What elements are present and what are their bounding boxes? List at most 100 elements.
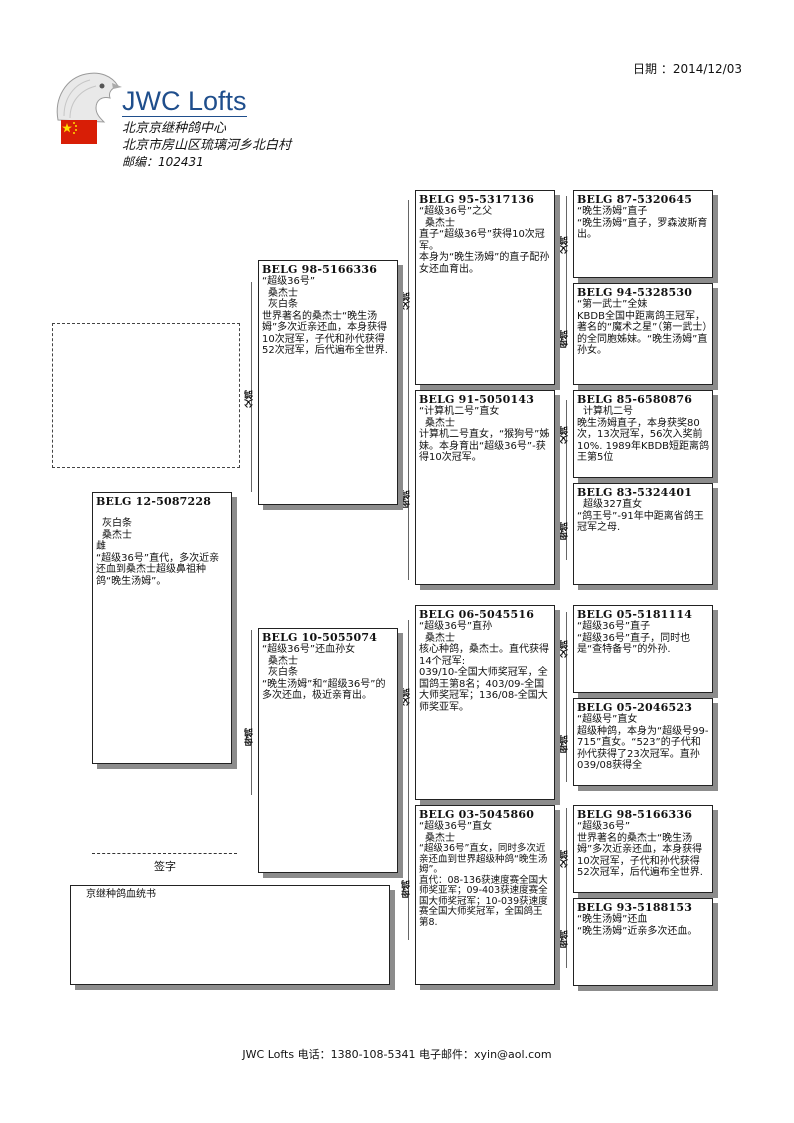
pigeon-color: 灰白条 — [268, 667, 298, 678]
pigeon-sex: 雌 — [96, 541, 106, 552]
mother-label: 母鸽 — [560, 735, 570, 753]
pigeon-description: 本身为“晚生汤姆”的直子配孙女还血育出。 — [419, 252, 550, 275]
ring-number: BELG 98-5166336 — [577, 808, 693, 821]
pigeon-strain: 桑杰士 — [425, 417, 455, 429]
ring-number: BELG 03-5045860 — [419, 808, 535, 821]
pigeon-strain: 桑杰士 — [425, 217, 455, 229]
address: 北京市房山区琉璃河乡北白村 — [122, 138, 292, 153]
great-grandparent-card-1[interactable]: BELG 87-5320645 “晚生汤姆”直子 “晚生汤姆”直子，罗森波斯育出… — [573, 190, 713, 278]
pigeon-name: 超级327直女 — [583, 499, 643, 510]
ring-number: BELG 94-5328530 — [577, 286, 693, 299]
granddam-paternal-card[interactable]: BELG 91-5050143 “计算机二号”直女 桑杰士 计算机二号直女，“猴… — [415, 390, 555, 585]
pigeon-description: 世界著名的桑杰士“晚生汤姆”多次近亲还血，本身获得10次冠军，子代和孙代获得52… — [577, 832, 703, 879]
pigeon-name: “第一武士”全妹 — [577, 299, 648, 310]
great-grandparent-card-6[interactable]: BELG 05-2046523 “超级号”直女 超级种鸽，本身为“超级号99-7… — [573, 698, 713, 786]
photo-placeholder[interactable] — [52, 323, 240, 468]
mother-label: 母鸽 — [560, 522, 570, 540]
center-name: 北京京继种鸽中心 — [122, 121, 227, 136]
father-label: 父鸽 — [402, 688, 412, 706]
pigeon-strain: 桑杰士 — [268, 287, 298, 299]
pigeon-strain: 桑杰士 — [425, 632, 455, 644]
pigeon-name: “超级36号”还血孙女 — [262, 644, 356, 655]
ring-number: BELG 05-5181114 — [577, 608, 693, 621]
ring-number: BELG 83-5324401 — [577, 486, 693, 499]
pigeon-description: “晚生汤姆”近亲多次还血。 — [577, 925, 698, 937]
pigeon-description: KBDB全国中距离鸽王冠军，著名的“魔术之星”（第一武士）的全同胞姊妹。“晚生汤… — [577, 310, 708, 357]
grandsire-paternal-card[interactable]: BELG 95-5317136 “超级36号”之父 桑杰士 直子“超级36号”获… — [415, 190, 555, 385]
mother-label: 母鸽 — [402, 880, 412, 898]
pigeon-description: 世界著名的桑杰士“晚生汤姆”多次近亲还血，本身获得10次冠军，子代和孙代获得52… — [262, 310, 388, 357]
ring-number: BELG 87-5320645 — [577, 193, 693, 206]
subject-pigeon-card[interactable]: BELG 12-5087228 灰白条 桑杰士 雌 “超级36号”直代，多次近亲… — [92, 492, 232, 764]
mother-label: 母鸽 — [560, 930, 570, 948]
ring-number: BELG 93-5188153 — [577, 901, 693, 914]
mother-label: 母鸽 — [402, 490, 412, 508]
china-flag-icon — [61, 120, 97, 144]
pigeon-name: “超级36号”直子 — [577, 621, 651, 632]
sire-card[interactable]: BELG 98-5166336 “超级36号” 桑杰士 灰白条 世界著名的桑杰士… — [258, 260, 398, 505]
connector-line — [251, 282, 252, 492]
brand-title: JWC Lofts — [122, 86, 247, 117]
grandsire-maternal-card[interactable]: BELG 06-5045516 “超级36号”直孙 桑杰士 核心种鸽，桑杰士。直… — [415, 605, 555, 800]
great-grandparent-card-3[interactable]: BELG 85-6580876 计算机二号 晚生汤姆直子，本身获奖80次，13次… — [573, 390, 713, 478]
pigeon-description: 核心种鸽，桑杰士。直代获得14个冠军: — [419, 644, 549, 667]
father-label: 父鸽 — [560, 850, 570, 868]
pigeon-description: “超级36号”直代，多次近亲还血到桑杰士超级鼻祖种鸽“晚生汤姆”。 — [96, 552, 220, 587]
pigeon-strain: 桑杰士 — [268, 655, 298, 667]
great-grandparent-card-2[interactable]: BELG 94-5328530 “第一武士”全妹 KBDB全国中距离鸽王冠军，著… — [573, 283, 713, 385]
postcode: 邮编：102431 — [122, 155, 204, 169]
ring-number: BELG 05-2046523 — [577, 701, 693, 714]
great-grandparent-card-5[interactable]: BELG 05-5181114 “超级36号”直子 “超级36号”直子，同时也是… — [573, 605, 713, 693]
ring-number: BELG 85-6580876 — [577, 393, 693, 406]
pigeon-head-icon — [52, 68, 124, 126]
pigeon-strain: 桑杰士 — [102, 529, 132, 541]
pigeon-description: “超级36号”直女，同时多次近亲还血到世界超级种鸽“晚生汤姆”。 — [419, 843, 548, 875]
pigeon-name: 计算机二号 — [583, 406, 633, 417]
pigeon-name: “超级36号”直女 — [419, 821, 493, 832]
pigeon-description: “超级36号”直子，同时也是“查特备号”的外孙. — [577, 632, 691, 656]
certificate-box[interactable]: 京继种鸽血统书 — [70, 885, 390, 985]
father-label: 父鸽 — [402, 292, 412, 310]
great-grandparent-card-8[interactable]: BELG 93-5188153 “晚生汤姆”还血 “晚生汤姆”近亲多次还血。 — [573, 898, 713, 986]
pigeon-name: “晚生汤姆”还血 — [577, 914, 648, 925]
pigeon-name: “超级36号” — [262, 276, 316, 287]
connector-line — [408, 200, 409, 580]
pigeon-description: 晚生汤姆直子，本身获奖80次，13次冠军，56次入奖前10%. 1989年KBD… — [577, 417, 710, 464]
connector-line — [251, 630, 252, 795]
mother-label: 母鸽 — [245, 728, 255, 746]
father-label: 父鸽 — [560, 640, 570, 658]
great-grandparent-card-7[interactable]: BELG 98-5166336 “超级36号” 世界著名的桑杰士“晚生汤姆”多次… — [573, 805, 713, 893]
mother-label: 母鸽 — [560, 330, 570, 348]
pigeon-color: 灰白条 — [102, 518, 132, 529]
certificate-title: 京继种鸽血统书 — [86, 889, 156, 900]
pigeon-name: “超级36号”直孙 — [419, 621, 493, 632]
ring-number: BELG 95-5317136 — [419, 193, 535, 206]
pigeon-name: “超级36号” — [577, 821, 631, 832]
great-grandparent-card-4[interactable]: BELG 83-5324401 超级327直女 “鸽王号”-91年中距离省鸽王冠… — [573, 483, 713, 585]
pigeon-name: “计算机二号”直女 — [419, 406, 500, 417]
pigeon-description: “晚生汤姆”和“超级36号”的多次还血，极近亲育出。 — [262, 678, 386, 702]
pigeon-name: “超级36号”之父 — [419, 206, 493, 217]
connector-line — [566, 808, 567, 968]
pigeon-description: 计算机二号直女，“猴狗号”姊妹。本身育出“超级36号”-获得10次冠军。 — [419, 429, 550, 463]
dam-card[interactable]: BELG 10-5055074 “超级36号”还血孙女 桑杰士 灰白条 “晚生汤… — [258, 628, 398, 873]
ring-number: BELG 12-5087228 — [96, 495, 212, 508]
pigeon-info-line — [96, 508, 228, 518]
pigeon-description: “鸽王号”-91年中距离省鸽王冠军之母. — [577, 510, 704, 534]
ring-number: BELG 06-5045516 — [419, 608, 535, 621]
signature-line — [92, 853, 237, 854]
granddam-maternal-card[interactable]: BELG 03-5045860 “超级36号”直女 桑杰士 “超级36号”直女，… — [415, 805, 555, 985]
father-label: 父鸽 — [245, 390, 255, 408]
ring-number: BELG 10-5055074 — [262, 631, 378, 644]
ring-number: BELG 98-5166336 — [262, 263, 378, 276]
father-label: 父鸽 — [560, 236, 570, 254]
connector-line — [566, 400, 567, 560]
pigeon-description: “晚生汤姆”直子，罗森波斯育出。 — [577, 217, 708, 241]
pigeon-description: 超级种鸽，本身为“超级号99-715”直女。“523”的子代和孙代获得了23次冠… — [577, 725, 709, 772]
pigeon-description: 直代：08-136获速度赛全国大师奖亚军；09-403获速度赛全国大师奖冠军；1… — [419, 874, 548, 928]
footer-contact: JWC Lofts 电话：1380-108-5341 电子邮件：xyin@aol… — [242, 1048, 552, 1061]
pigeon-name: “晚生汤姆”直子 — [577, 206, 648, 217]
pigeon-strain: 桑杰士 — [425, 832, 455, 844]
connector-line — [408, 620, 409, 940]
date-label: 日期 ：2014/12/03 — [633, 62, 742, 76]
